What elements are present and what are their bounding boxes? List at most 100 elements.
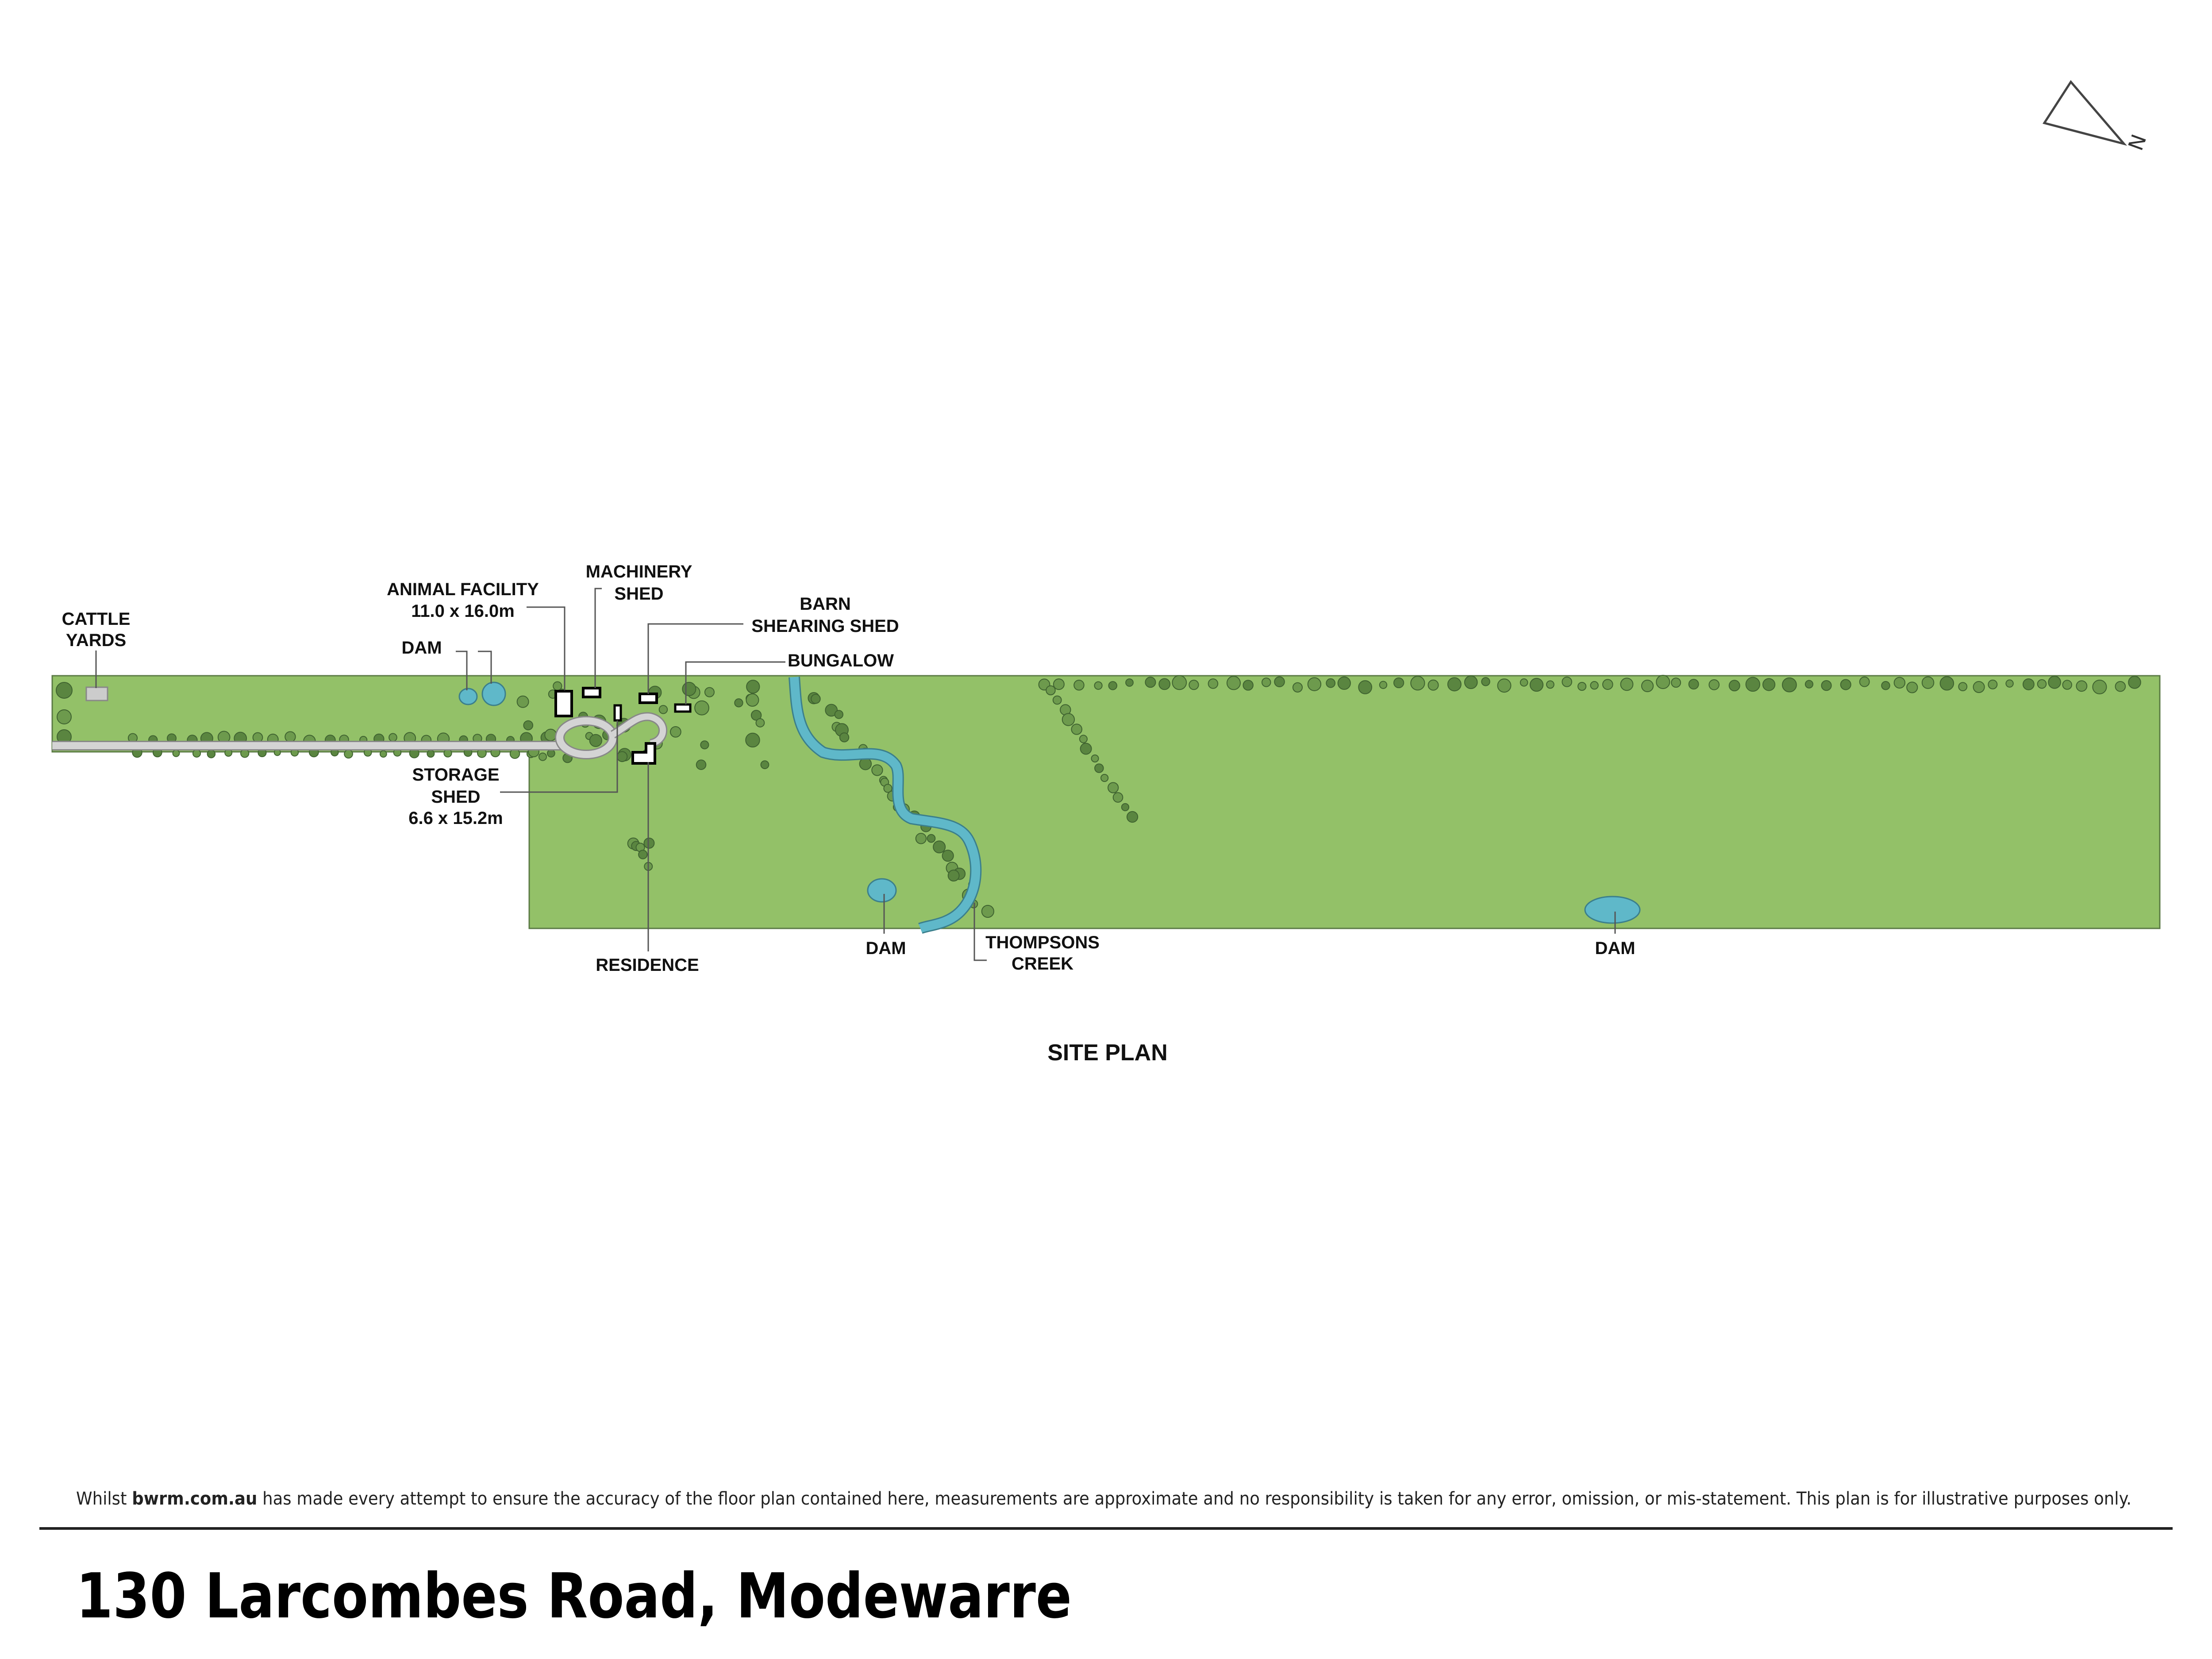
tree xyxy=(1145,677,1156,688)
tree xyxy=(638,850,648,859)
tree xyxy=(1804,680,1814,689)
tree xyxy=(2115,681,2126,692)
animal-facility xyxy=(554,690,573,717)
tree xyxy=(1562,677,1573,687)
property-address: 130 Larcombes Road, Modewarre xyxy=(76,1560,1072,1632)
tree xyxy=(1973,681,1985,693)
tree xyxy=(1688,679,1699,690)
tree xyxy=(1497,678,1512,693)
tree xyxy=(947,870,960,882)
tree xyxy=(1529,677,1544,692)
tree xyxy=(927,834,936,843)
tree xyxy=(379,750,387,758)
label-storage-size: 6.6 x 15.2m xyxy=(408,808,503,828)
residence xyxy=(631,742,656,765)
tree xyxy=(669,726,681,738)
tree xyxy=(1326,678,1336,688)
north-arrow-icon: N xyxy=(2043,80,2151,154)
driveway xyxy=(52,712,668,759)
tree xyxy=(694,700,709,716)
tree xyxy=(1620,677,1634,691)
tree xyxy=(883,784,892,793)
tree xyxy=(546,749,555,758)
tree xyxy=(1125,678,1134,687)
tree xyxy=(2128,676,2141,689)
tree xyxy=(172,749,180,757)
land-parcel xyxy=(51,675,2161,929)
tree xyxy=(1052,695,1062,705)
tree xyxy=(760,760,769,770)
tree xyxy=(682,681,696,697)
tree xyxy=(750,710,762,721)
tree xyxy=(746,680,760,694)
tree xyxy=(1893,677,1906,689)
tree xyxy=(1062,713,1075,726)
label-animal-facility-size: 11.0 x 16.0m xyxy=(411,601,515,621)
tree xyxy=(1821,680,1832,691)
label-creek: CREEK xyxy=(1012,954,1073,974)
tree xyxy=(1427,679,1439,691)
tree xyxy=(538,752,547,761)
tree xyxy=(1520,678,1528,687)
tree xyxy=(1243,680,1254,691)
label-storage: STORAGE xyxy=(412,765,499,785)
tree xyxy=(1379,681,1388,689)
tree xyxy=(1337,676,1351,690)
tree xyxy=(915,833,927,844)
tree xyxy=(1708,679,1720,690)
tree xyxy=(981,905,994,918)
label-shearing-shed: SHEARING SHED xyxy=(751,616,899,636)
tree xyxy=(1840,679,1851,690)
label-animal-facility: ANIMAL FACILITY xyxy=(387,580,539,599)
tree xyxy=(1126,811,1139,823)
tree xyxy=(746,693,759,707)
tree xyxy=(1071,724,1083,735)
tree xyxy=(553,681,562,691)
tree xyxy=(755,718,765,727)
leader-lines xyxy=(95,588,1616,961)
tree xyxy=(1988,679,1998,689)
tree xyxy=(1108,681,1118,690)
tree xyxy=(1208,678,1219,689)
tree xyxy=(616,751,628,762)
tree xyxy=(1745,677,1761,692)
tree xyxy=(240,749,250,758)
tree xyxy=(389,733,397,742)
site-plan-heading: SITE PLAN xyxy=(1047,1040,1168,1066)
tree xyxy=(285,731,296,743)
tree xyxy=(1590,681,1599,690)
barn-shearing-shed xyxy=(639,693,658,704)
label-dam-north: DAM xyxy=(401,638,442,658)
dam-north-small xyxy=(458,688,478,705)
tree xyxy=(1447,677,1462,692)
tree xyxy=(658,705,668,714)
tree xyxy=(1189,680,1199,690)
tree xyxy=(2092,679,2107,694)
tree xyxy=(523,720,534,731)
tree xyxy=(427,750,435,758)
tree xyxy=(745,732,760,748)
tree xyxy=(696,759,707,770)
tree xyxy=(1172,675,1187,690)
tree xyxy=(2062,680,2072,690)
tree xyxy=(1728,680,1740,692)
tree xyxy=(589,734,602,747)
label-machinery: MACHINERY xyxy=(586,562,692,581)
tree xyxy=(1464,675,1478,689)
tree xyxy=(1107,782,1119,793)
tree xyxy=(2076,680,2088,692)
tree xyxy=(1094,763,1104,773)
tree xyxy=(1091,754,1099,763)
tree xyxy=(1410,676,1425,691)
tree xyxy=(344,749,353,759)
tree xyxy=(933,840,946,854)
bungalow xyxy=(674,703,692,713)
label-dam-east: DAM xyxy=(1595,939,1635,958)
tree xyxy=(57,709,72,724)
tree xyxy=(1094,681,1103,690)
tree xyxy=(1053,678,1065,690)
label-machinery-shed: SHED xyxy=(614,584,663,604)
label-cattle-yards-2: YARDS xyxy=(66,631,126,650)
